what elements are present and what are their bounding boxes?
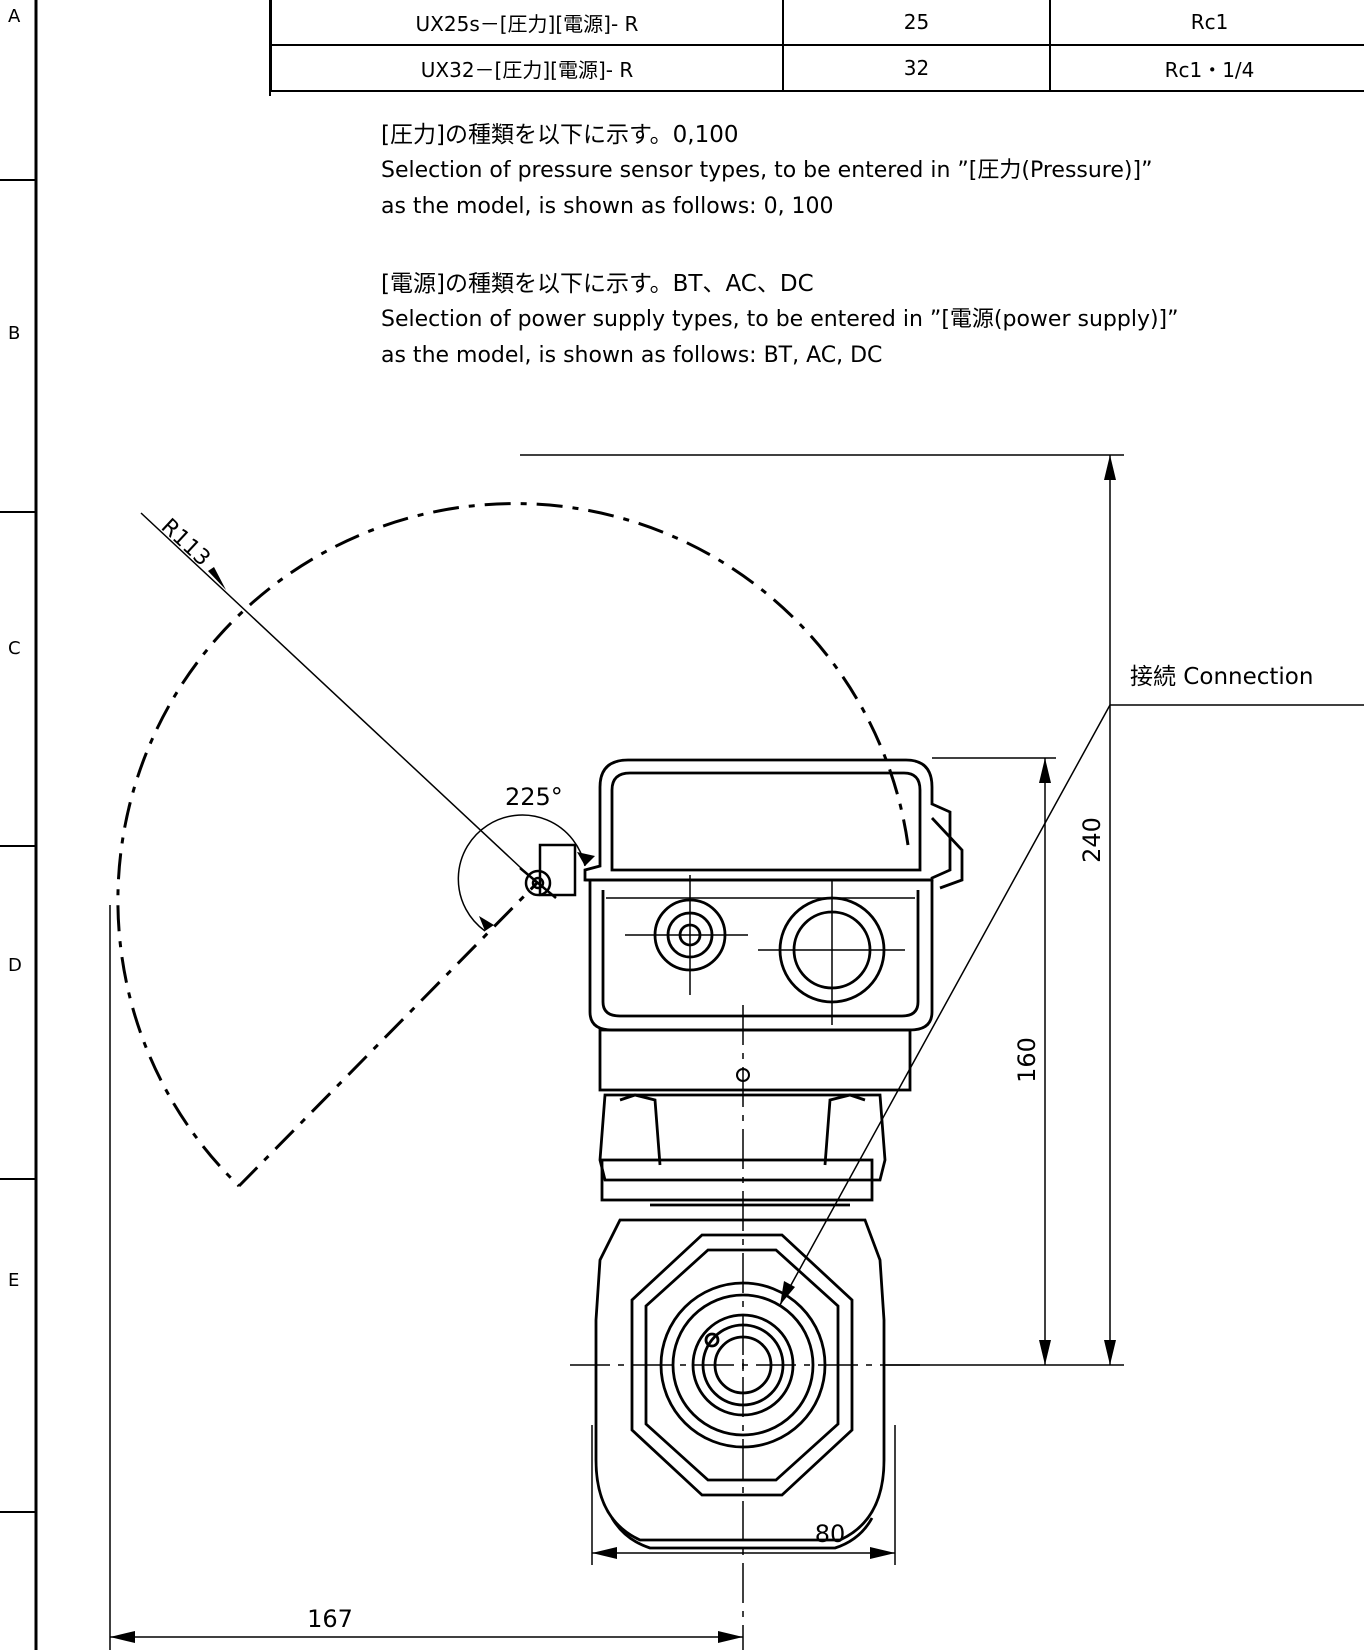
half-width-arrow-right <box>870 1547 895 1559</box>
zone-label-a: A <box>8 6 21 27</box>
model-cell: UX32－[圧力][電源]- R <box>270 44 784 92</box>
power-note-en-line1: Selection of power supply types, to be e… <box>381 307 1179 332</box>
body-height-dimension <box>932 757 1056 1365</box>
swing-envelope-arc <box>116 502 910 1188</box>
half-width-dimension <box>591 1425 896 1565</box>
power-note-jp: [電源]の種類を以下に示す。BT、AC、DC <box>381 271 814 297</box>
radius-leader <box>140 512 538 884</box>
zone-ticks <box>0 179 36 1513</box>
pressure-note-jp: [圧力]の種類を以下に示す。0,100 <box>381 122 739 148</box>
body-height-arrow-top <box>1039 758 1051 783</box>
terminal-box <box>588 880 934 1092</box>
zone-label-c: C <box>8 638 21 659</box>
housing-lid <box>583 758 964 890</box>
zone-label-e: E <box>8 1270 20 1291</box>
overall-height-arrow-top <box>1104 455 1116 480</box>
angle-dimension: 225° <box>505 783 563 811</box>
body-height-arrow-bottom <box>1039 1340 1051 1365</box>
meter-body <box>594 1218 886 1550</box>
radius-dimension: R113 <box>156 514 215 571</box>
swing-width-arrow-right <box>718 1631 743 1643</box>
gland-centerlines <box>625 875 905 1025</box>
angle-arc <box>457 814 586 932</box>
model-table: UX25s－[圧力][電源]- R 25 Rc1 UX32－[圧力][電源]- … <box>270 0 1364 92</box>
swing-width-arrow-left <box>110 1631 135 1643</box>
half-width-arrow-left <box>592 1547 617 1559</box>
thread-cell: Rc1・1/4 <box>1049 44 1364 92</box>
zone-label-d: D <box>8 955 22 976</box>
model-cell: UX25s－[圧力][電源]- R <box>270 0 784 46</box>
swing-envelope-edge <box>237 881 539 1188</box>
body-height-value: 160 <box>1013 1037 1041 1083</box>
table-row: UX32－[圧力][電源]- R 32 Rc1・1/4 <box>270 44 1364 92</box>
centerlines <box>570 1005 920 1650</box>
power-note-en-line2: as the model, is shown as follows: BT, A… <box>381 343 883 368</box>
pressure-note-en-line1: Selection of pressure sensor types, to b… <box>381 158 1153 183</box>
body-neck <box>598 1093 887 1207</box>
thread-cell: Rc1 <box>1049 0 1364 46</box>
power-note: [電源]の種類を以下に示す。BT、AC、DC Selection of powe… <box>381 266 1361 374</box>
connection-leader <box>779 704 1364 1306</box>
connection-arrowhead <box>780 1281 795 1305</box>
overall-height-value: 240 <box>1078 817 1106 863</box>
size-cell: 32 <box>782 44 1051 92</box>
table-row: UX25s－[圧力][電源]- R 25 Rc1 <box>270 0 1364 46</box>
half-width-value: 80 <box>815 1520 846 1548</box>
zone-label-b: B <box>8 323 21 344</box>
size-cell: 25 <box>782 0 1051 46</box>
angle-arrowhead-left <box>479 916 494 931</box>
overall-height-dimension <box>520 454 1124 1366</box>
radius-arrowhead <box>208 567 226 590</box>
angle-arrowhead-right <box>577 852 595 866</box>
pressure-note: [圧力]の種類を以下に示す。0,100 Selection of pressur… <box>381 117 1361 225</box>
swing-width-value: 167 <box>307 1605 353 1633</box>
connection-label: 接続 Connection <box>1130 664 1313 690</box>
hinge <box>519 843 577 899</box>
overall-height-arrow-bottom <box>1104 1340 1116 1365</box>
pressure-note-en-line2: as the model, is shown as follows: 0, 10… <box>381 194 834 219</box>
swing-width-dimension <box>109 905 743 1650</box>
